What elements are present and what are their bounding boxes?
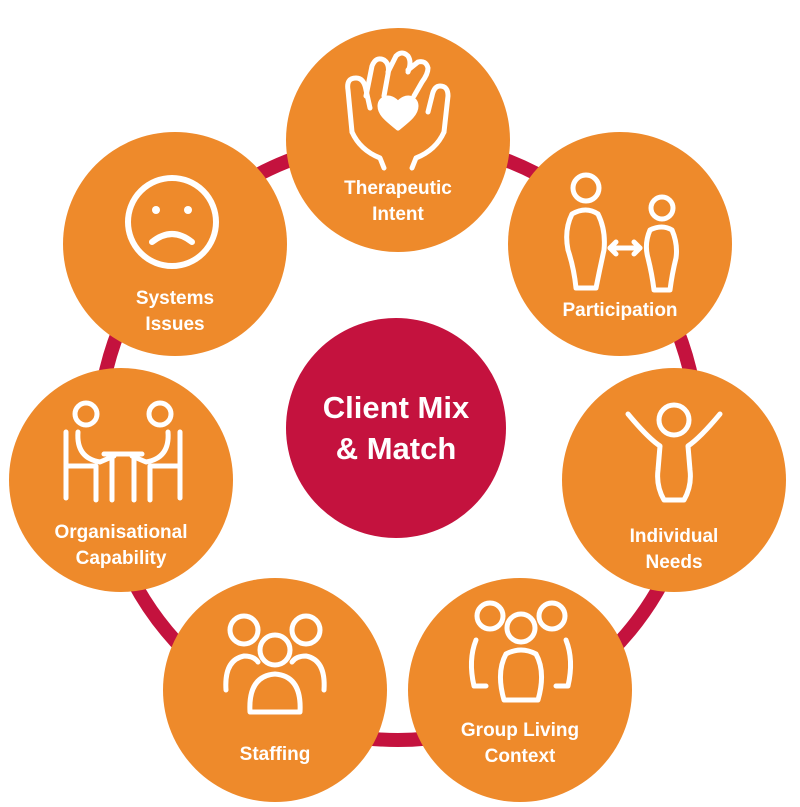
person-arms-raised-icon — [625, 402, 723, 503]
hands-heart-icon — [345, 50, 451, 171]
node-staffing — [163, 578, 387, 802]
node-group-living-context — [408, 578, 632, 802]
label-therapeutic-intent: Therapeutic Intent — [344, 178, 452, 225]
node-therapeutic-intent — [286, 28, 510, 252]
center-title: Client Mix & Match — [296, 387, 496, 469]
node-organisational-capability — [9, 368, 233, 592]
center-title-line-2: & Match — [335, 431, 457, 466]
label-staffing: Staffing — [239, 744, 311, 765]
label-individual-needs: Individual Needs — [629, 526, 719, 573]
label-organisational-capability: Organisational Capability — [54, 522, 188, 569]
team-people-icon — [223, 613, 327, 715]
center-circle — [286, 318, 506, 538]
node-individual-needs — [562, 368, 786, 592]
label-group-living-context: Group Living Context — [460, 720, 580, 767]
meeting-table-icon — [63, 400, 183, 503]
node-participation — [508, 132, 732, 356]
two-people-exchange-icon — [564, 172, 679, 293]
label-systems-issues: Systems Issues — [135, 288, 215, 335]
node-systems-issues — [63, 132, 287, 356]
center-title-line-1: Client Mix — [322, 390, 470, 425]
label-participation: Participation — [562, 300, 678, 321]
group-people-icon — [468, 600, 574, 703]
sad-face-icon — [125, 175, 219, 269]
